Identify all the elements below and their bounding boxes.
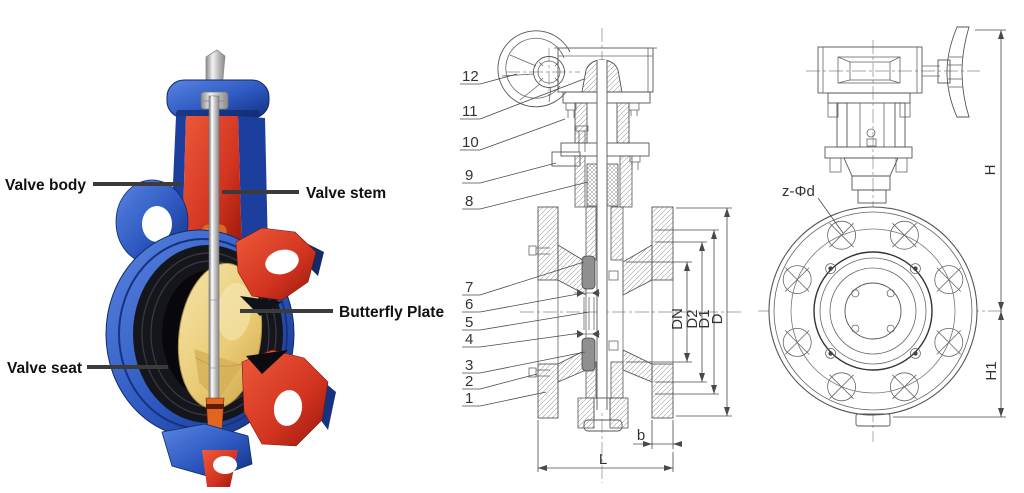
part-3: 3 xyxy=(465,357,473,374)
gearbox-front xyxy=(817,46,923,94)
valve-stem-label: Valve stem xyxy=(306,185,386,202)
dim-l: L xyxy=(599,451,607,468)
dim-b: b xyxy=(637,427,645,444)
upper-left-lug-hole xyxy=(142,206,172,242)
neck-wall-right xyxy=(619,155,633,208)
part-9: 9 xyxy=(465,167,473,184)
front-view-drawing: z-Φd H H1 xyxy=(758,26,1006,442)
width-dimensions: b L xyxy=(537,420,682,472)
callout-butterfly-plate: Butterfly Plate xyxy=(240,304,444,321)
handwheel-section xyxy=(497,30,571,108)
callout-valve-body: Valve body xyxy=(5,177,181,194)
part-5: 5 xyxy=(465,314,473,331)
valve-seat-label: Valve seat xyxy=(7,360,82,377)
valve-cutaway-illustration: Valve body Valve stem Butterfly Plate Va… xyxy=(5,49,444,487)
part-1: 1 xyxy=(465,390,473,407)
lower-bushing xyxy=(205,397,225,429)
seal-ring-top xyxy=(581,255,596,290)
top-right-lug-hole xyxy=(265,249,299,275)
dim-dn: DN xyxy=(669,308,686,330)
dim-d: D xyxy=(709,313,726,324)
part-7: 7 xyxy=(465,279,473,296)
callout-valve-seat: Valve seat xyxy=(7,360,168,377)
bottom-foot xyxy=(855,413,891,427)
web-screws xyxy=(528,245,550,378)
flange-face xyxy=(768,206,978,416)
part-6: 6 xyxy=(465,296,473,313)
neck-wall-left xyxy=(574,155,586,208)
yoke-column-right xyxy=(616,102,630,144)
bottom-right-lug-hole xyxy=(273,390,303,426)
stem-section xyxy=(596,60,608,410)
hub-wall-right-bottom xyxy=(610,361,624,399)
diameter-dimensions: DN D2 D1 D xyxy=(626,207,732,417)
neck-blue-right xyxy=(238,116,268,252)
seal-ring-bottom xyxy=(581,337,596,372)
hub-circle xyxy=(844,282,902,340)
bolt-spec-label: z-Φd xyxy=(782,183,815,200)
dim-h1: H1 xyxy=(983,361,1000,380)
bottom-lug-hole xyxy=(213,456,237,474)
part-callouts: 12 11 10 9 8 7 6 5 4 3 2 1 xyxy=(460,68,590,407)
part-2: 2 xyxy=(465,373,473,390)
disc-assembly-section xyxy=(574,255,619,372)
valve-body-label: Valve body xyxy=(5,177,86,194)
section-view-drawing: 12 11 10 9 8 7 6 5 4 3 2 1 xyxy=(460,28,742,483)
bolt-spec-callout: z-Φd xyxy=(782,183,844,234)
callout-valve-stem: Valve stem xyxy=(222,185,386,202)
dim-d1: D1 xyxy=(696,309,713,328)
part-12: 12 xyxy=(462,68,479,85)
hub-wall-left-top xyxy=(585,206,597,261)
inner-bolt-holes xyxy=(825,263,921,359)
part-8: 8 xyxy=(465,193,473,210)
part-10: 10 xyxy=(462,134,479,151)
part-4: 4 xyxy=(465,331,473,348)
flange-bolt-holes xyxy=(782,220,964,402)
dim-h: H xyxy=(982,165,999,176)
height-dimensions: H H1 xyxy=(893,29,1006,418)
bottom-boss xyxy=(577,397,629,432)
packing-right xyxy=(606,163,619,207)
part-11: 11 xyxy=(462,103,478,120)
handwheel-edge-view xyxy=(922,26,970,118)
packing-left xyxy=(586,163,599,207)
dim-d2: D2 xyxy=(684,309,701,328)
hub-wall-right-top xyxy=(610,206,624,261)
body-webs xyxy=(557,244,653,383)
yoke-front xyxy=(824,92,913,204)
butterfly-plate-label: Butterfly Plate xyxy=(339,304,444,321)
valve-stem-shaft xyxy=(208,95,220,403)
bolt-circle xyxy=(790,228,956,394)
